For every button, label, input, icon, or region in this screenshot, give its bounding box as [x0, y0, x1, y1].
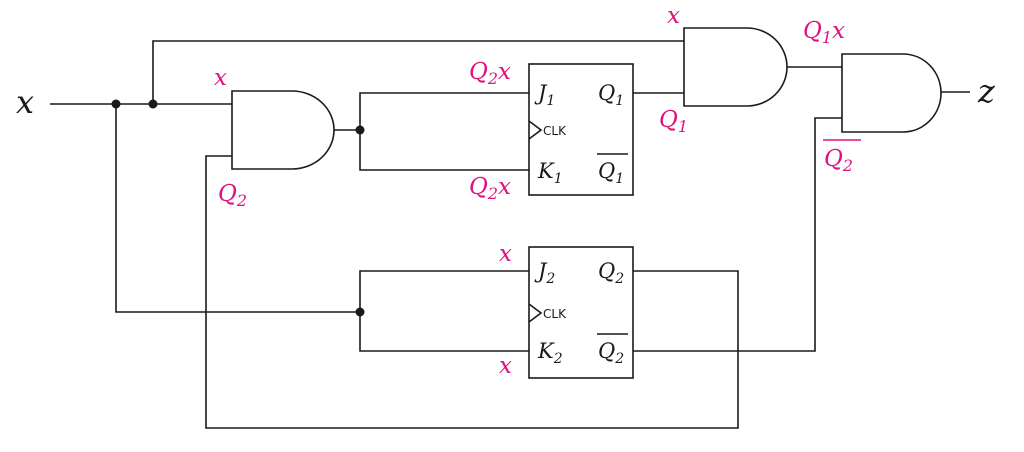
- ff1-k-pin: K1: [537, 159, 563, 187]
- j1-input-label: Q2x: [469, 59, 511, 88]
- and1-input-x-label: x: [214, 65, 227, 91]
- wire-j2: [359, 270, 529, 312]
- junction-dot: [355, 125, 365, 135]
- wire-x-to-ff2: [115, 104, 360, 313]
- and2-input-q1-label: Q1: [659, 107, 688, 136]
- and1-input-q2-label: Q2: [218, 181, 247, 210]
- junction-dot: [111, 99, 121, 109]
- clock-triangle-icon: [528, 120, 543, 140]
- ff1-qbar-pin: Q1: [598, 159, 624, 187]
- wire-q2bar-to-and3: [633, 117, 848, 352]
- and3-input-q2bar-label: Q2: [824, 146, 853, 175]
- and-gate-1: [231, 90, 335, 170]
- ff2-j-pin: J2: [534, 259, 555, 287]
- ff1-q-pin: Q1: [598, 81, 624, 109]
- jk-flipflop-1: CLK J1 K1 Q1 Q1: [528, 63, 634, 196]
- clock-triangle-icon: [528, 303, 543, 323]
- wire-q2-feedback: [205, 155, 739, 429]
- wire-j1: [359, 92, 529, 130]
- and-gate-2: [683, 27, 788, 107]
- wire-k1: [359, 130, 529, 171]
- junction-dot: [148, 99, 158, 109]
- ff1-clk-label: CLK: [543, 124, 567, 138]
- ff2-qbar-pin: Q2: [598, 339, 624, 367]
- wire-x-to-and2: [152, 40, 694, 104]
- and2-input-x-label: x: [667, 3, 680, 29]
- ff2-clk-label: CLK: [543, 307, 567, 321]
- ff2-box: [528, 246, 634, 379]
- k2-input-label: x: [499, 353, 512, 379]
- ff1-box: [528, 63, 634, 196]
- junction-dot: [355, 307, 365, 317]
- j2-input-label: x: [499, 241, 512, 267]
- output-z-label: z: [977, 72, 996, 110]
- wires: [50, 40, 970, 429]
- jk-flipflop-2: CLK J2 K2 Q2 Q2: [528, 246, 634, 379]
- input-x-label: x: [16, 83, 34, 121]
- and-gate-3: [841, 53, 942, 133]
- ff1-j-pin: J1: [534, 81, 555, 109]
- ff2-k-pin: K2: [537, 339, 563, 367]
- wire-k2: [359, 312, 529, 352]
- ff2-q-pin: Q2: [598, 259, 624, 287]
- and2-output-label: Q1x: [803, 18, 845, 47]
- k1-input-label: Q2x: [469, 174, 511, 203]
